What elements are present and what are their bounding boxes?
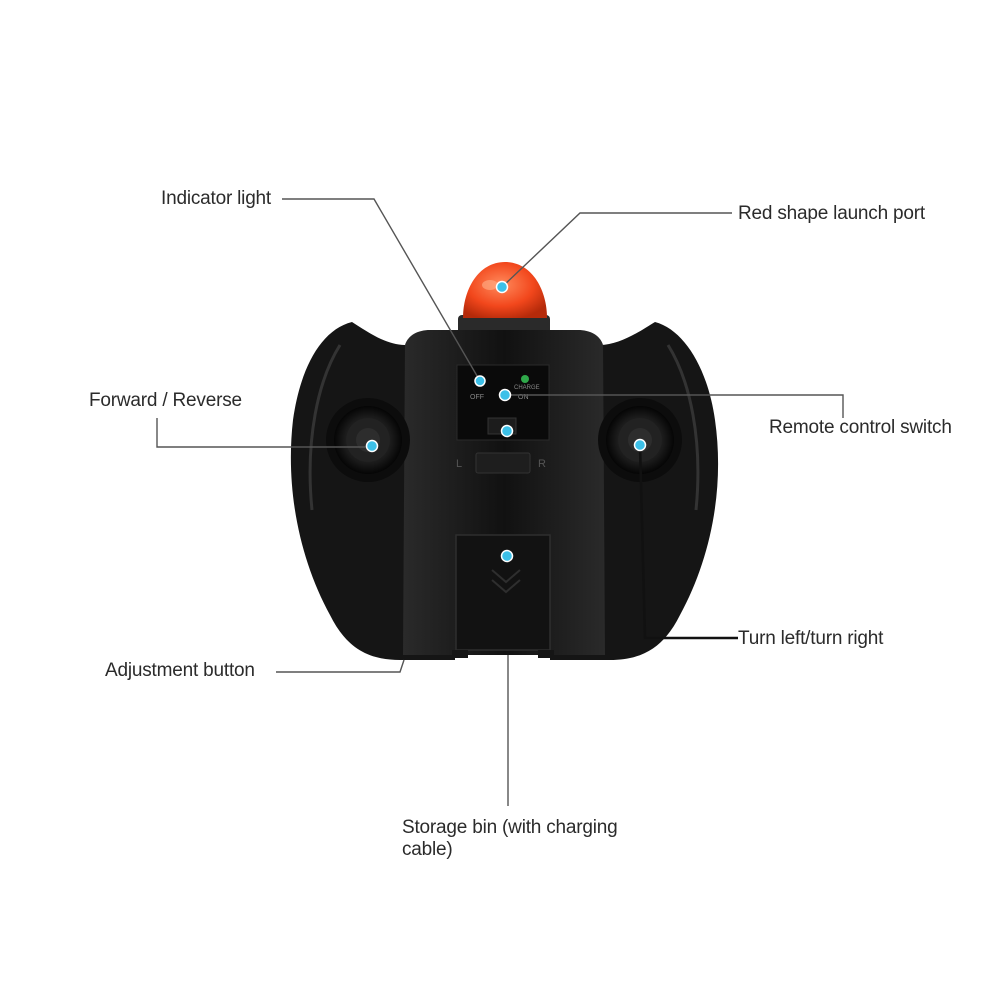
marker-launch-port [495,280,509,294]
marker-indicator [474,375,486,387]
leader-lines [156,198,844,806]
switch-off-text: OFF [470,394,484,401]
charge-light [521,375,529,383]
marker-left-stick [365,439,379,453]
marker-trim [500,424,514,438]
label-adjustment: Adjustment button [105,660,255,681]
launch-port [458,262,550,337]
leader-forward [156,418,372,448]
label-launch-port: Red shape launch port [738,203,925,224]
markers [365,280,647,563]
trim-left-text: L [456,458,462,470]
switch-on-text: ON [518,394,529,401]
leader-adjustment [276,659,405,673]
left-joystick [326,398,410,482]
trim-control: L R [456,452,546,474]
label-remote-switch: Remote control switch [769,417,952,438]
leader-launch-port [501,212,732,288]
charge-text: CHARGE [514,385,540,391]
marker-right-stick [633,438,647,452]
leader-turn [638,444,738,640]
marker-switch [498,388,512,402]
label-indicator-light: Indicator light [161,188,272,209]
trim-right-text: R [538,458,546,470]
label-forward-reverse: Forward / Reverse [89,390,242,411]
marker-storage [500,549,514,563]
label-storage-bin: Storage bin (with charging cable) [402,817,618,860]
leader-indicator [282,198,481,382]
leader-remote-switch [505,394,844,418]
label-turn: Turn left/turn right [738,628,884,649]
center-body [403,330,605,655]
